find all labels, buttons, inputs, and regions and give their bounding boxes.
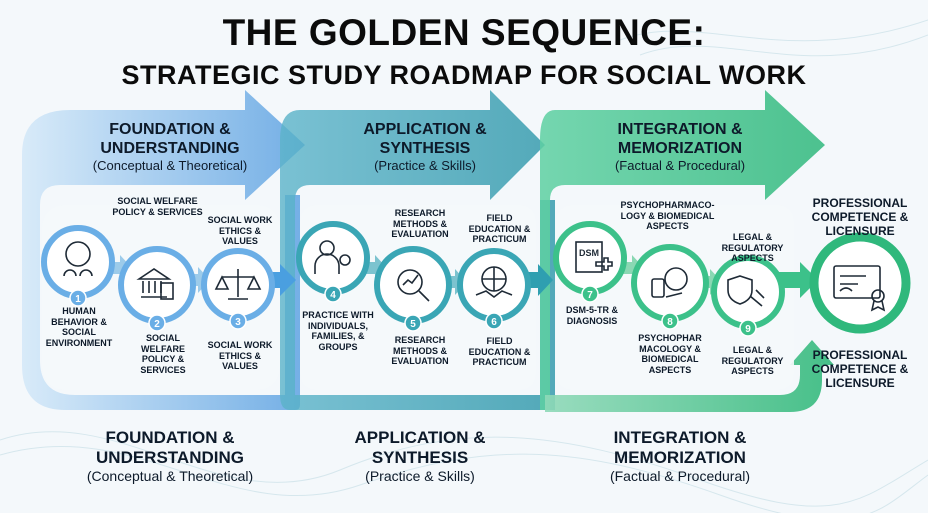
step-8-circle bbox=[631, 244, 709, 322]
step-9-circle bbox=[711, 255, 785, 329]
globe-handshake-icon bbox=[475, 266, 513, 298]
step-8-top-label: PSYCHOPHARMACO-LOGY & BIOMEDICAL ASPECTS bbox=[620, 200, 715, 231]
goal-circle bbox=[809, 232, 911, 334]
step-3-node: 3 bbox=[201, 248, 275, 330]
step-7-circle bbox=[553, 221, 627, 295]
phase-1-title-line1: FOUNDATION & bbox=[109, 121, 231, 138]
step-8-label: PSYCHOPHAR MACOLOGY & BIOMEDICAL ASPECTS bbox=[638, 333, 702, 375]
step-7-badge bbox=[581, 285, 599, 303]
step-6-number: 6 bbox=[491, 317, 497, 328]
dsm-book-text: DSM bbox=[579, 248, 599, 258]
shield-gavel-icon bbox=[727, 275, 765, 307]
phase-3-footer-title-line1: INTEGRATION & bbox=[613, 428, 747, 447]
step-2-top-label: SOCIAL WELFARE POLICY & SERVICES bbox=[112, 196, 203, 217]
step-2-circle bbox=[118, 246, 196, 324]
step-1-label: HUMAN BEHAVIOR & SOCIAL ENVIRONMENT bbox=[45, 306, 113, 348]
step-3-label: SOCIAL WORK ETHICS & VALUES bbox=[207, 340, 273, 371]
step-8-node: 8 bbox=[631, 244, 709, 330]
step-2-badge bbox=[148, 314, 166, 332]
step-1-badge bbox=[69, 289, 87, 307]
step-9-top-label: LEGAL & REGULATORY ASPECTS bbox=[721, 232, 784, 263]
step-6-badge bbox=[485, 312, 503, 330]
step-5-label: RESEARCH METHODS & EVALUATION bbox=[391, 335, 449, 366]
phase-1-arrow-band bbox=[22, 90, 305, 410]
main-title: THE GOLDEN SEQUENCE: bbox=[222, 12, 706, 53]
step-4-circle bbox=[296, 221, 370, 295]
phase-3-arrow-band bbox=[540, 90, 825, 410]
step-4-label: PRACTICE WITH INDIVIDUALS, FAMILIES, & G… bbox=[302, 310, 374, 352]
phase-2-subtitle: (Practice & Skills) bbox=[374, 158, 476, 173]
goal-label: PROFESSIONAL COMPETENCE & LICENSURE bbox=[811, 348, 909, 390]
phase-3-subtitle: (Factual & Procedural) bbox=[614, 158, 746, 173]
step-3-number: 3 bbox=[235, 317, 241, 328]
phase-3-footer: INTEGRATION & MEMORIZATION (Factual & Pr… bbox=[575, 428, 785, 484]
phase-3-footer-subtitle: (Factual & Procedural) bbox=[609, 468, 751, 484]
step-1-number: 1 bbox=[75, 294, 81, 305]
step-8-number: 8 bbox=[667, 317, 673, 328]
step-6-top-label: FIELD EDUCATION & PRACTICUM bbox=[468, 213, 531, 244]
phase-1-footer-title-line1: FOUNDATION & bbox=[105, 428, 235, 447]
phase-2-footer-subtitle: (Practice & Skills) bbox=[365, 468, 475, 484]
phase-1-header: FOUNDATION & UNDERSTANDING (Conceptual &… bbox=[60, 120, 280, 173]
goal-top-label: PROFESSIONAL COMPETENCE & LICENSURE bbox=[811, 196, 909, 238]
step-9-number: 9 bbox=[745, 324, 751, 335]
step-9-label: LEGAL & REGULATORY ASPECTS bbox=[721, 345, 784, 376]
practitioner-family-icon bbox=[314, 240, 351, 274]
step-7-number: 7 bbox=[587, 290, 593, 301]
phase-1-footer-subtitle: (Conceptual & Theoretical) bbox=[86, 468, 254, 484]
phase-1-footer-title-line2: UNDERSTANDING bbox=[96, 448, 244, 467]
magnifier-chart-icon bbox=[397, 269, 430, 302]
phase-2-arrow-band bbox=[280, 90, 555, 410]
scales-heart-icon bbox=[214, 269, 262, 300]
phase-2-header: APPLICATION & SYNTHESIS (Practice & Skil… bbox=[320, 120, 530, 173]
step-3-badge bbox=[229, 312, 247, 330]
goal-node bbox=[809, 232, 911, 334]
step-4-badge bbox=[324, 285, 342, 303]
phase-2-footer-title-line2: SYNTHESIS bbox=[371, 448, 469, 467]
phase-2-footer-title-line1: APPLICATION & bbox=[354, 428, 486, 447]
capitol-building-icon bbox=[136, 268, 174, 300]
phase-1-footer: FOUNDATION & UNDERSTANDING (Conceptual &… bbox=[55, 428, 285, 484]
step-6-label: FIELD EDUCATION & PRACTICUM bbox=[468, 336, 531, 367]
step-1-node: 1 bbox=[41, 225, 115, 307]
phase-1-subtitle: (Conceptual & Theoretical) bbox=[92, 158, 248, 173]
step-8-badge bbox=[661, 312, 679, 330]
phase-2-footer: APPLICATION & SYNTHESIS (Practice & Skil… bbox=[320, 428, 520, 484]
step-5-badge bbox=[404, 314, 422, 332]
step-9-badge bbox=[739, 319, 757, 337]
phase-3-header: INTEGRATION & MEMORIZATION (Factual & Pr… bbox=[570, 120, 790, 173]
step-2-label: SOCIAL WELFARE POLICY & SERVICES bbox=[140, 333, 186, 375]
step-1-circle bbox=[41, 225, 115, 299]
phase-3-title-line1: INTEGRATION & bbox=[617, 121, 743, 138]
step-9-node: 9 bbox=[711, 255, 785, 337]
step-2-node: 2 bbox=[118, 246, 196, 332]
step-5-top-label: RESEARCH METHODS & EVALUATION bbox=[391, 208, 449, 239]
step-5-number: 5 bbox=[410, 319, 416, 330]
step-6-node: 6 bbox=[457, 248, 531, 330]
bottom-arrow bbox=[545, 340, 834, 412]
phase-3-title-line2: MEMORIZATION bbox=[617, 140, 743, 157]
dsm-book-icon bbox=[575, 241, 613, 273]
certificate-icon bbox=[833, 265, 886, 312]
step-4-number: 4 bbox=[330, 290, 336, 301]
phase-1-title-line2: UNDERSTANDING bbox=[100, 140, 240, 157]
step-5-node: 5 bbox=[374, 246, 452, 332]
step-3-top-label: SOCIAL WORK ETHICS & VALUES bbox=[207, 215, 273, 246]
phase-3-footer-title-line2: MEMORIZATION bbox=[614, 448, 746, 467]
step-7-label: DSM-5-TR & DIAGNOSIS bbox=[566, 305, 618, 326]
step-7-node: DSM 7 bbox=[553, 221, 627, 303]
phase-2-title-line1: APPLICATION & bbox=[363, 121, 487, 138]
step-4-node: 4 bbox=[296, 221, 370, 303]
phase-2-title-line2: SYNTHESIS bbox=[379, 140, 471, 157]
step-2-number: 2 bbox=[154, 319, 160, 330]
step-5-circle bbox=[374, 246, 452, 324]
brain-people-icon bbox=[63, 241, 93, 277]
pill-brain-icon bbox=[651, 267, 688, 298]
main-subtitle: STRATEGIC STUDY ROADMAP FOR SOCIAL WORK bbox=[121, 60, 807, 90]
